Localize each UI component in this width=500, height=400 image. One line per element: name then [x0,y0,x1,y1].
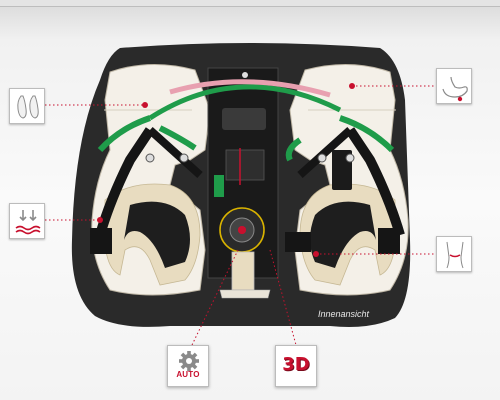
heat-down-arrows-icon [10,204,46,240]
center-mechanism [208,68,278,298]
three-d-label: 3D [276,354,316,375]
hotspot-center-gear[interactable] [238,226,246,234]
shoe-profile-button[interactable] [436,68,472,104]
heat-view-button[interactable] [9,203,45,239]
auto-label: AUTO [168,370,208,379]
gear-auto-icon [168,346,210,388]
soles-view-button[interactable] [9,88,45,124]
shoe-profile-icon [437,69,473,105]
ankle-view-button[interactable] [436,236,472,272]
foot-soles-icon [10,89,46,125]
hotspot-left-top[interactable] [142,102,148,108]
ankle-icon [437,237,473,273]
view-caption: Innenansicht [318,309,369,319]
three-d-button[interactable]: 3D [275,345,317,387]
auto-button[interactable]: AUTO [167,345,209,387]
